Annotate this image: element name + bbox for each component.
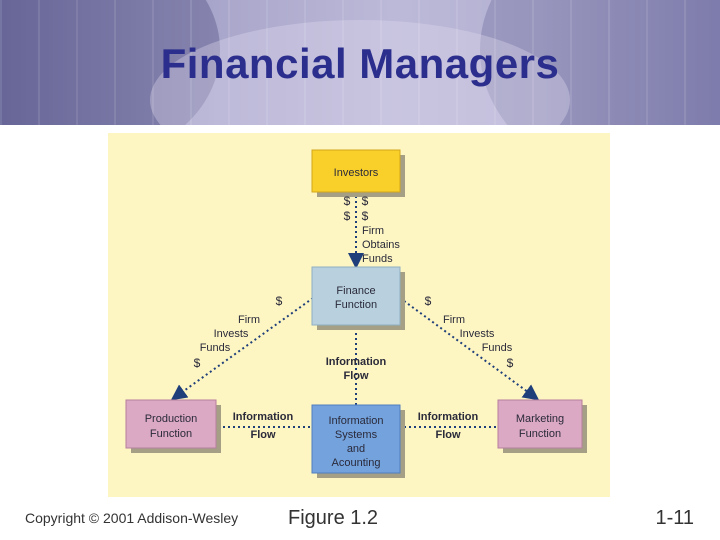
dollar-sign: $ <box>362 194 369 208</box>
info-flow-center-line1: Information <box>326 356 387 368</box>
info-systems-label-line4: Acounting <box>332 457 381 469</box>
marketing-label-line1: Marketing <box>516 413 564 425</box>
financial-managers-diagram: Investors Finance Function Production Fu… <box>125 149 587 478</box>
production-label-line2: Function <box>150 428 192 440</box>
dollar-sign: $ <box>425 294 432 308</box>
marketing-label-line2: Function <box>519 428 561 440</box>
production-function-box <box>125 399 217 449</box>
finance-function-box <box>311 266 401 326</box>
firm-obtains-funds-line3: Funds <box>362 253 393 265</box>
header-banner <box>0 0 720 125</box>
investors-label: Investors <box>334 167 379 179</box>
production-label-line1: Production <box>145 413 198 425</box>
copyright-text: Copyright © 2001 Addison-Wesley <box>25 510 239 526</box>
figure-caption: Figure 1.2 <box>288 507 379 529</box>
finance-label-line1: Finance <box>336 285 375 297</box>
firm-invests-left-line2: Invests <box>214 328 249 340</box>
firm-obtains-funds-line2: Obtains <box>362 239 400 251</box>
dollar-sign: $ <box>507 356 514 370</box>
dollar-sign: $ <box>276 294 283 308</box>
finance-to-production-line <box>170 297 314 401</box>
dollar-sign: $ <box>344 209 351 223</box>
firm-invests-right-line3: Funds <box>482 342 513 354</box>
marketing-function-box <box>497 399 583 449</box>
firm-obtains-funds-line1: Firm <box>362 225 384 237</box>
info-flow-center-line2: Flow <box>343 370 368 382</box>
info-systems-label-line3: and <box>347 443 365 455</box>
info-flow-left-line1: Information <box>233 411 294 423</box>
dollar-sign: $ <box>194 356 201 370</box>
info-systems-label-line2: Systems <box>335 429 378 441</box>
firm-invests-left-line3: Funds <box>200 342 231 354</box>
info-flow-left-line2: Flow <box>250 429 275 441</box>
info-systems-box <box>311 404 401 474</box>
slide-title: Financial Managers <box>160 40 560 87</box>
info-flow-right-line1: Information <box>418 411 479 423</box>
finance-label-line2: Function <box>335 299 377 311</box>
dollar-sign: $ <box>344 194 351 208</box>
info-systems-label-line1: Information <box>328 415 383 427</box>
dollar-sign: $ <box>362 209 369 223</box>
info-flow-right-line2: Flow <box>435 429 460 441</box>
firm-invests-left-line1: Firm <box>238 314 260 326</box>
firm-invests-right-line1: Firm <box>443 314 465 326</box>
investors-box <box>311 149 401 193</box>
page-number: 1-11 <box>655 507 694 529</box>
finance-to-marketing-line <box>399 297 540 401</box>
firm-invests-right-line2: Invests <box>460 328 495 340</box>
